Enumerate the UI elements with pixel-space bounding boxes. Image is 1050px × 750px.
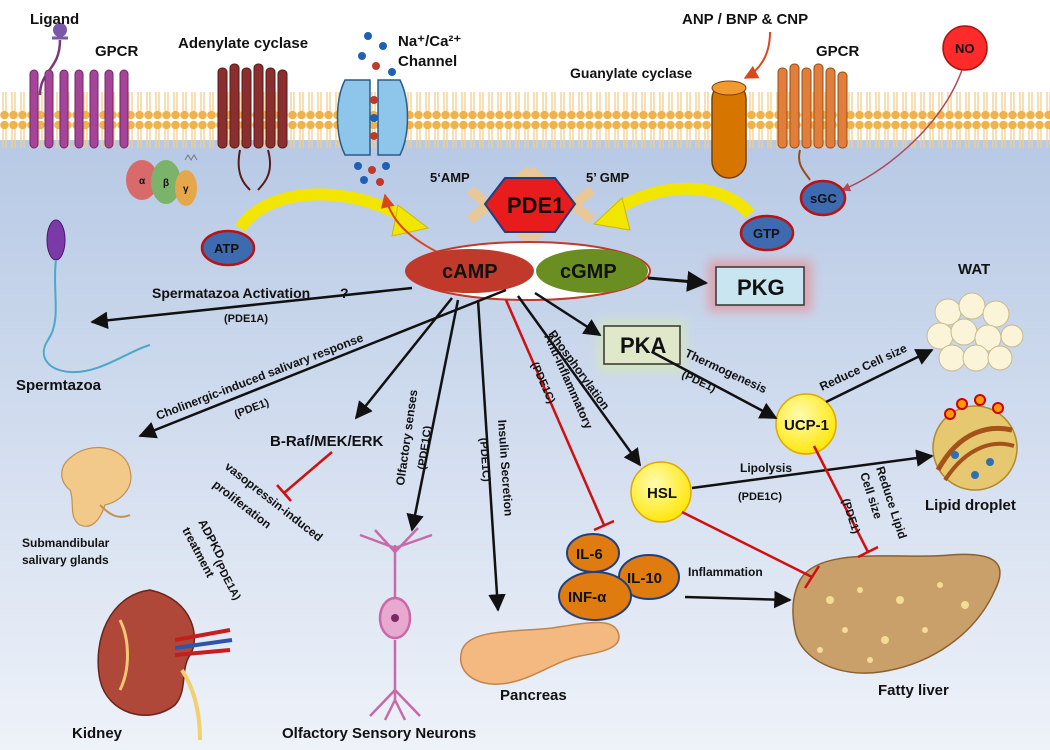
pka-box xyxy=(603,325,681,365)
beta-label: β xyxy=(163,178,169,189)
hsl-node xyxy=(630,461,692,523)
spermatozoa-icon xyxy=(42,219,151,374)
infa-node xyxy=(558,571,632,621)
il6-label: IL-6 xyxy=(576,546,603,563)
il10-label: IL-10 xyxy=(627,570,662,587)
olfactory-neuron-icon xyxy=(359,527,433,721)
camp-to-salivary-arrow xyxy=(138,288,507,439)
anp-label: ANP / BNP & CNP xyxy=(682,11,808,28)
lipid-droplet-icon xyxy=(932,394,1018,491)
anp-arrow xyxy=(743,31,771,79)
camp-to-olfactory-arrow xyxy=(406,299,460,532)
atp-label: ATP xyxy=(214,241,239,256)
anti-inflammatory-inhibition xyxy=(504,299,615,532)
pka-to-ucp1-arrow xyxy=(651,350,778,420)
gtp-node xyxy=(739,214,795,252)
pde1a-sperm-label: (PDE1A) xyxy=(224,313,268,325)
camp-to-pancreas-arrow xyxy=(476,299,506,612)
pancreas-label: Pancreas xyxy=(500,687,567,704)
kidney-label: Kidney xyxy=(72,725,123,742)
wat-icon xyxy=(926,292,1024,372)
cell-membrane xyxy=(0,92,1050,152)
guanylate-cyclase-icon xyxy=(711,80,747,179)
pka-label: PKA xyxy=(620,333,667,358)
infa-label: INF-α xyxy=(568,589,607,606)
inhibition-lines xyxy=(681,445,879,589)
ucp1-label: UCP-1 xyxy=(784,417,829,434)
sgc-label: sGC xyxy=(810,191,837,206)
atp-node xyxy=(200,229,256,267)
camp-label: cAMP xyxy=(442,261,498,283)
kidney-icon xyxy=(97,589,233,741)
pancreas-icon xyxy=(459,621,620,685)
camp-to-pka-arrow xyxy=(534,291,602,337)
adenylate-cyclase-label: Adenylate cyclase xyxy=(178,35,308,52)
pde1-label: PDE1 xyxy=(507,193,564,218)
gpcr-left-label: GPCR xyxy=(95,43,139,60)
inflammation-label: Inflammation xyxy=(688,565,763,579)
hsl-label: HSL xyxy=(647,485,677,502)
ucp1-to-wat-arrow xyxy=(825,348,934,404)
gpcr-right-receptor xyxy=(777,63,848,181)
ligand-label: Ligand xyxy=(30,11,79,28)
sperm-activation-label: Spermatazoa Activation xyxy=(152,285,310,301)
cgmp-to-pkg-arrow xyxy=(647,270,709,292)
na-ca-channel-icon xyxy=(336,32,409,186)
gtp-to-cgmp-arrow xyxy=(611,182,755,219)
no-molecule xyxy=(942,25,988,71)
g-protein-icon xyxy=(126,154,198,206)
amp5-label: 5‘AMP xyxy=(430,170,470,185)
alpha-label: α xyxy=(139,176,146,187)
ligand-icon xyxy=(38,23,68,96)
submandibular-label-1: Submandibular xyxy=(22,536,110,550)
braf-inhibition xyxy=(276,451,333,502)
lipid-droplet-label: Lipid droplet xyxy=(925,497,1016,514)
braf-label: B-Raf/MEK/ERK xyxy=(270,433,384,450)
pde1c-insulin-label: (PDE1C) xyxy=(477,437,492,482)
inflammation-arrow xyxy=(684,590,792,609)
guanylate-cyclase-label: Guanylate cyclase xyxy=(570,65,692,81)
lipolysis-label: Lipolysis xyxy=(740,461,792,475)
question-mark-label: ? xyxy=(340,285,349,301)
sgc-node xyxy=(799,179,847,217)
camp-to-hsl-arrow xyxy=(516,295,642,467)
channel-label-line2: Channel xyxy=(398,53,457,70)
pde1c-lipo-label: (PDE1C) xyxy=(738,491,782,503)
wat-label: WAT xyxy=(958,261,990,278)
gpcr-right-label: GPCR xyxy=(816,43,860,60)
cgmp-node xyxy=(536,249,648,293)
adenylate-cyclase-icon xyxy=(217,63,288,191)
cgmp-label: cGMP xyxy=(560,261,617,283)
gtp-label: GTP xyxy=(753,226,780,241)
hsl-to-lipid-arrow xyxy=(691,449,934,490)
gpcr-left-receptor xyxy=(29,69,129,149)
fatty-liver-label: Fatty liver xyxy=(878,682,949,699)
camp-node xyxy=(406,249,534,293)
pkg-box xyxy=(715,266,805,306)
camp-to-sperm-arrow xyxy=(90,286,413,330)
gamma-label: γ xyxy=(183,184,189,195)
channel-label-line1: Na⁺/Ca²⁺ xyxy=(398,33,461,50)
salivary-gland-icon xyxy=(61,446,132,527)
no-to-sgc-arrow xyxy=(841,69,963,192)
spermatozoa-label: Spermtazoa xyxy=(16,377,102,394)
atp-arrowhead xyxy=(391,204,430,237)
olfactory-neurons-label: Olfactory Sensory Neurons xyxy=(282,725,476,742)
ucp1-node xyxy=(775,393,837,455)
no-label: NO xyxy=(955,41,975,56)
pde1-enzyme xyxy=(466,166,596,244)
submandibular-label-2: salivary glands xyxy=(22,553,109,567)
gmp5-label: 5’ GMP xyxy=(586,170,630,185)
insulin-label: Insulin Secretion xyxy=(495,419,516,516)
fatty-liver-icon xyxy=(792,553,1001,674)
pkg-label: PKG xyxy=(737,275,785,300)
gtp-arrowhead xyxy=(592,197,631,231)
